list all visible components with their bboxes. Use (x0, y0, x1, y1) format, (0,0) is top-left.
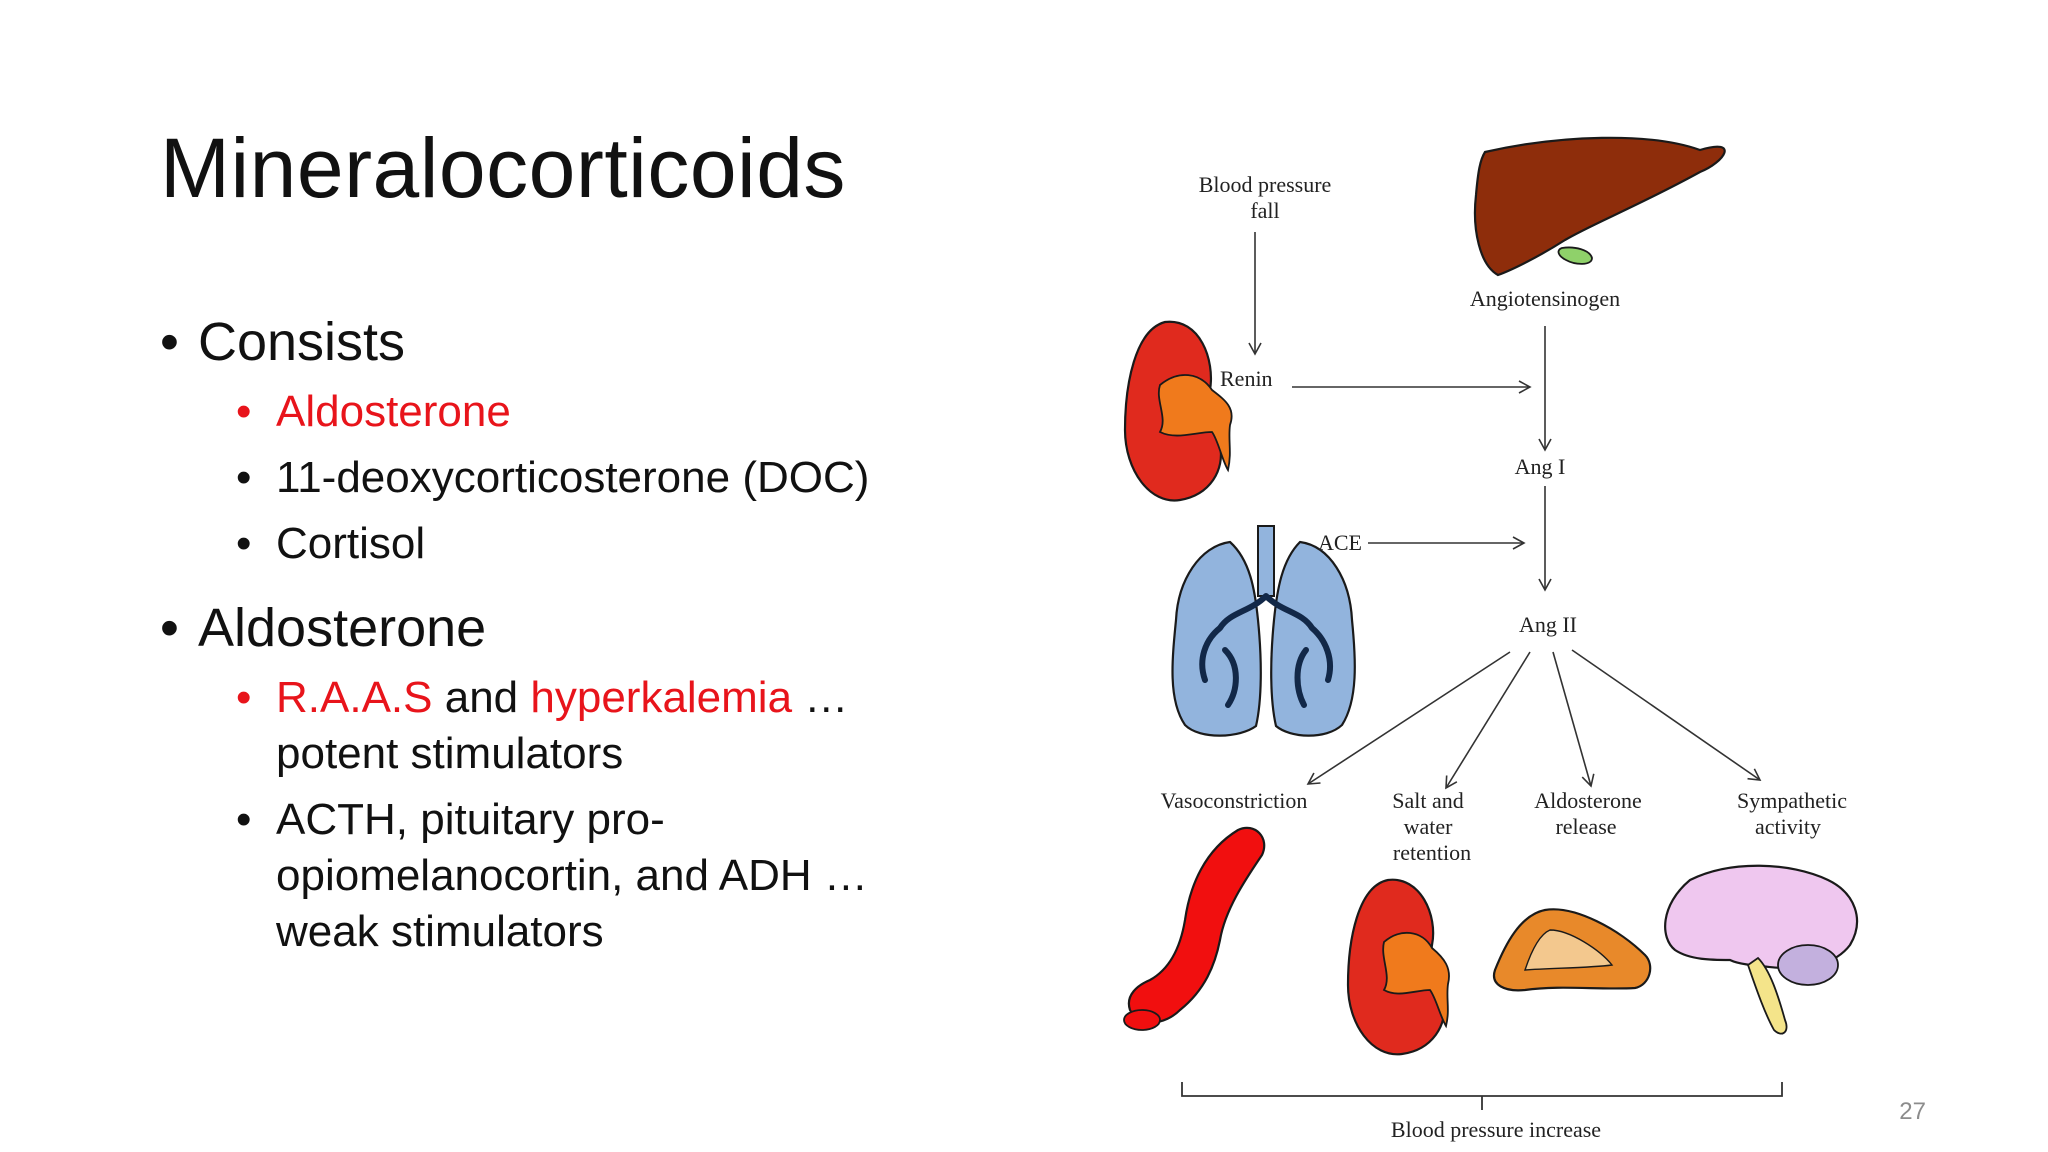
sub-bullet-doc: • 11-deoxycorticosterone (DOC) (160, 450, 940, 506)
adrenal-inner-shape (1524, 929, 1614, 971)
raas-diagram: Blood pressure fall Angiotensinogen Reni… (1100, 120, 1880, 1152)
bullet-dot-icon: • (236, 795, 252, 844)
label-vasoconstriction: Vasoconstriction (1161, 788, 1308, 813)
label-angiotensinogen: Angiotensinogen (1470, 286, 1620, 311)
label-renin: Renin (1220, 366, 1273, 391)
flow-arrows (1248, 232, 1762, 790)
arrow-ang2-to-salt (1445, 651, 1531, 790)
bullet-list: • Consists • Aldosterone • 11-deoxycorti… (160, 310, 940, 970)
sub-bullet-cortisol: • Cortisol (160, 516, 940, 572)
label-aldosterone-line2: release (1555, 814, 1616, 839)
and-text: and (432, 673, 531, 722)
kidney-icon (1123, 320, 1233, 502)
gallbladder-shape (1557, 246, 1593, 265)
label-bp-fall-line2: fall (1250, 198, 1279, 223)
ureter-shape (1157, 374, 1233, 473)
label-aldosterone-line1: Aldosterone (1534, 788, 1642, 813)
bullet-dot-icon: • (236, 519, 252, 568)
label-salt-line1: Salt and (1392, 788, 1464, 813)
left-lung-shape (1171, 540, 1262, 737)
label-sympathetic-line1: Sympathetic (1737, 788, 1847, 813)
arrow-ang2-to-sympathetic (1571, 649, 1762, 781)
arrow-ang2-to-vasoconstriction (1306, 651, 1511, 785)
hyperkalemia-text: hyperkalemia (530, 673, 793, 722)
adrenal-gland-icon (1492, 908, 1652, 992)
trachea-shape (1257, 525, 1275, 597)
bullet-dot-icon: • (236, 453, 252, 502)
label-ace: ACE (1318, 530, 1362, 555)
label-bp-fall-line1: Blood pressure (1199, 172, 1332, 197)
label-ang2: Ang II (1519, 612, 1577, 637)
brain-icon (1664, 864, 1859, 1035)
bullet-dot-icon: • (160, 598, 179, 658)
label-salt-line2: water (1404, 814, 1454, 839)
bullet-dot-icon: • (236, 387, 252, 436)
potent-text: … potent stimulators (276, 673, 849, 778)
bullet-dot-icon: • (160, 312, 179, 372)
sub-bullet-potent: • R.A.A.S and hyperkalemia … potent stim… (160, 670, 940, 782)
bullet-text: Cortisol (276, 519, 426, 568)
page-number: 27 (1899, 1098, 1926, 1125)
sub-bullet-weak: • ACTH, pituitary pro-opiomelanocortin, … (160, 792, 940, 960)
bracket-shape (1181, 1082, 1783, 1110)
liver-shape (1473, 136, 1726, 277)
label-ang1: Ang I (1515, 454, 1566, 479)
raas-diagram-svg: Blood pressure fall Angiotensinogen Reni… (1123, 136, 1859, 1142)
bullet-text: ACTH, pituitary pro-opiomelanocortin, an… (276, 795, 868, 956)
slide-title: Mineralocorticoids (160, 121, 846, 215)
label-salt-line3: retention (1393, 840, 1471, 865)
liver-icon (1473, 136, 1726, 277)
vessel-shape (1127, 826, 1266, 1024)
label-sympathetic-line2: activity (1755, 814, 1821, 839)
bronchi-shape (1199, 593, 1333, 708)
bullet-text: Consists (198, 312, 406, 372)
lungs-icon (1171, 525, 1356, 737)
vessel-end-shape (1123, 1009, 1161, 1031)
bullet-text: Aldosterone (198, 598, 487, 658)
raas-text: R.A.A.S (276, 673, 433, 722)
bullet-text: 11-deoxycorticosterone (DOC) (276, 453, 870, 502)
brainstem-shape (1746, 956, 1788, 1035)
bullet-consists: • Consists (160, 310, 940, 374)
blood-vessel-icon (1123, 826, 1266, 1031)
right-lung-shape (1270, 540, 1356, 737)
label-bp-increase: Blood pressure increase (1391, 1117, 1601, 1142)
sub-bullet-aldosterone: • Aldosterone (160, 384, 940, 440)
bullet-text: Aldosterone (276, 387, 511, 436)
arrow-ang2-to-aldosterone (1552, 651, 1595, 788)
bullet-aldosterone: • Aldosterone (160, 596, 940, 660)
cerebellum-shape (1777, 944, 1839, 986)
kidney-icon (1346, 878, 1450, 1056)
ureter-shape (1382, 932, 1450, 1029)
bullet-dot-icon: • (236, 673, 252, 722)
